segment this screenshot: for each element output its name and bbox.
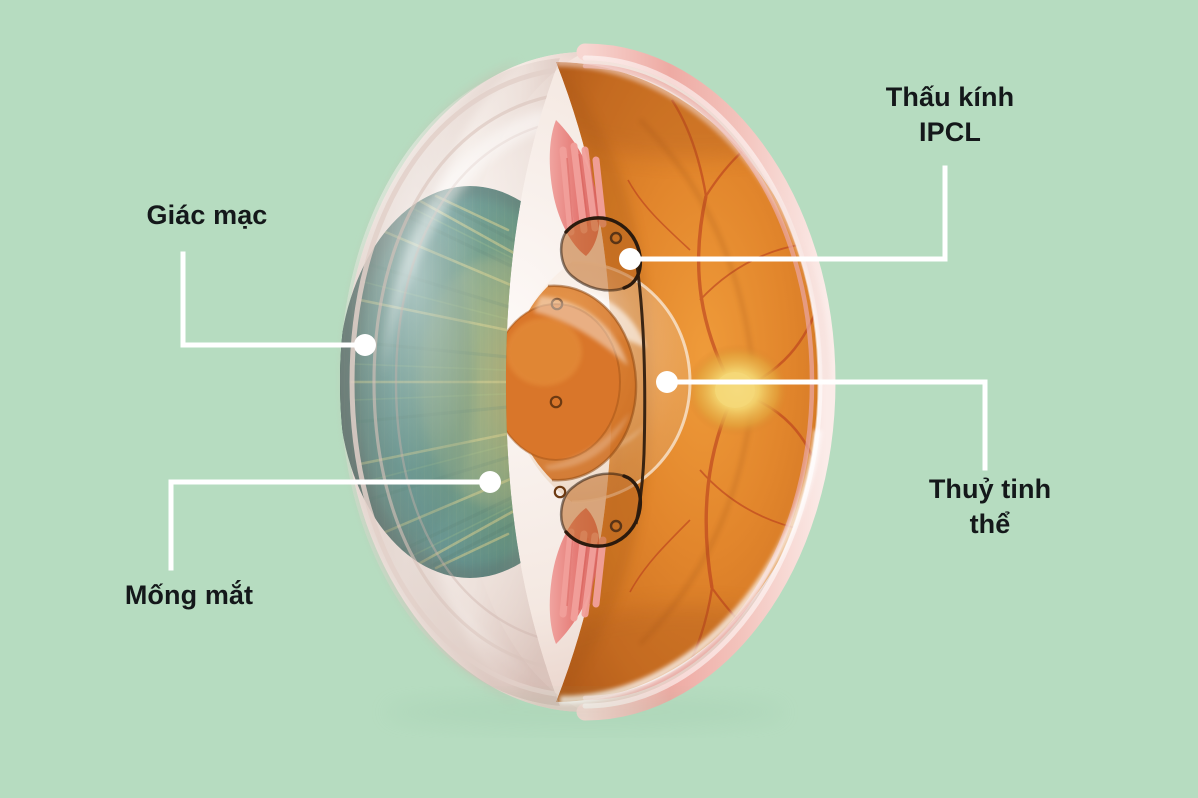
- cornea: [340, 58, 560, 706]
- callout-dot-ipcl: [619, 248, 641, 270]
- callout-label-iris: Mống mắt: [124, 580, 254, 610]
- ipcl-lens: [491, 216, 647, 548]
- leader-line-iris: [168, 479, 493, 571]
- leader-line-lens: [664, 379, 988, 471]
- callout-label-ipcl: Thấu kính IPCL: [885, 82, 1015, 147]
- callout-dot-cornea: [354, 334, 376, 356]
- callout-dot-iris: [479, 471, 501, 493]
- callout-label-lens: Thuỷ tinh thể: [928, 474, 1052, 539]
- ipcl-haptic-lower: [559, 472, 643, 548]
- callout-label-cornea: Giác mạc: [146, 200, 268, 230]
- leader-line-ipcl: [627, 165, 948, 262]
- callout-dot-lens: [656, 371, 678, 393]
- leader-line-cornea: [180, 251, 368, 348]
